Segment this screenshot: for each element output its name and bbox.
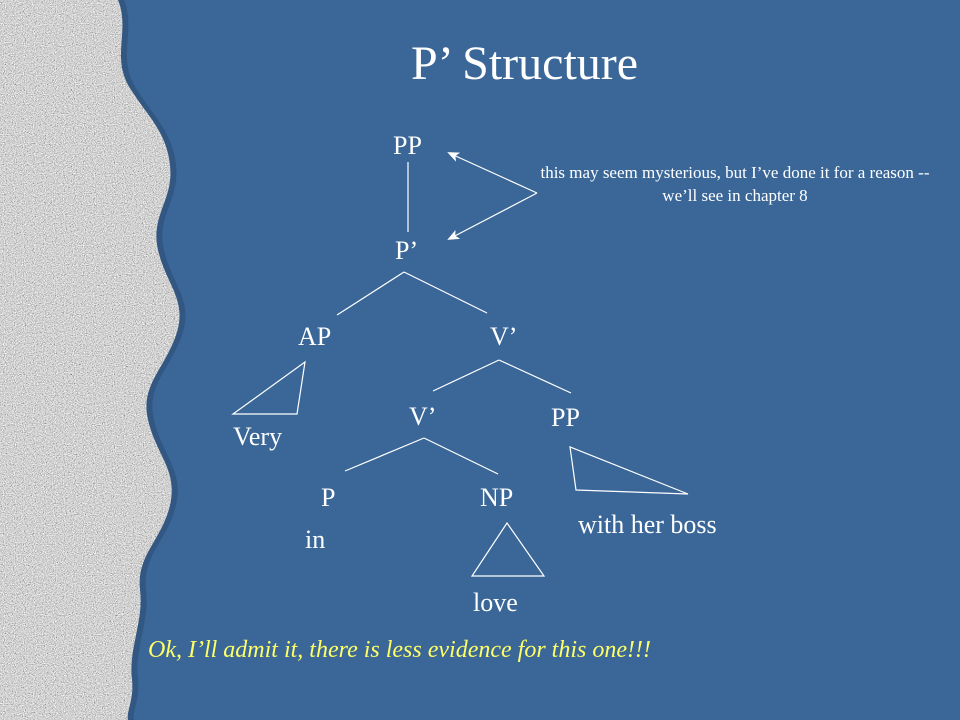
edge-vbar-to-p <box>344 437 425 472</box>
edge-pbar-to-vbar <box>403 271 488 314</box>
arrow-to-pp <box>447 152 538 194</box>
node-np: NP <box>480 483 514 512</box>
edge-vbar-to-vbar <box>432 359 500 392</box>
triangle-very <box>231 360 306 415</box>
node-p-bar: P’ <box>395 236 419 265</box>
arrow-to-pbar <box>447 192 538 240</box>
side-note: this may seem mysterious, but I’ve done … <box>540 163 930 205</box>
leaf-very: Very <box>233 422 283 451</box>
node-p: P <box>321 483 336 512</box>
edge-vbar-to-np <box>423 437 499 475</box>
node-pp-root: PP <box>393 131 422 160</box>
node-v-bar-upper: V’ <box>490 322 518 351</box>
leaf-love: love <box>473 588 518 617</box>
slide-title: P’ Structure <box>411 37 639 90</box>
node-ap: AP <box>298 322 332 351</box>
edge-vbar-to-pp <box>498 359 572 394</box>
edge-pbar-to-ap <box>336 271 405 316</box>
node-v-bar-lower: V’ <box>409 402 437 431</box>
leaf-in: in <box>305 525 326 554</box>
triangle-love <box>470 521 546 577</box>
leaf-with-her-boss: with her boss <box>578 510 717 539</box>
node-pp-lower: PP <box>551 403 580 432</box>
footer-remark: Ok, I’ll admit it, there is less evidenc… <box>148 637 651 663</box>
triangle-with-her-boss <box>569 446 689 495</box>
stone-texture-border <box>0 0 186 720</box>
